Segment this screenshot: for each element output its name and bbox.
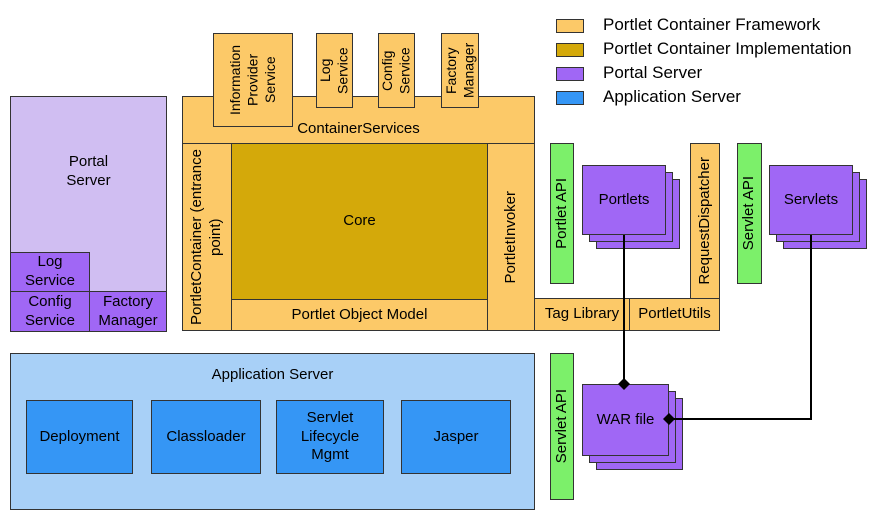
deployment: Deployment: [26, 400, 133, 474]
portlets-label: Portlets: [598, 190, 650, 208]
legend-swatch-portal: [556, 67, 584, 81]
portlet-invoker: PortletInvoker: [487, 143, 535, 331]
legend-label-implementation: Portlet Container Implementation: [603, 39, 852, 58]
legend-label-portal: Portal Server: [603, 63, 703, 82]
classloader: Classloader: [151, 400, 261, 474]
portal-factory-manager-label: Factory Manager: [98, 292, 158, 329]
config-service: Config Service: [378, 33, 415, 108]
legend-swatch-implementation: [556, 43, 584, 57]
tag-library-label: Tag Library: [544, 305, 620, 323]
servlet-lifecycle-label: Servlet Lifecycle Mgmt: [300, 408, 360, 464]
deployment-label: Deployment: [39, 427, 120, 445]
portlets: Portlets: [582, 165, 666, 235]
jasper: Jasper: [401, 400, 511, 474]
portlets-to-war-diamond: [618, 378, 630, 390]
portlet-utils-label: PortletUtils: [638, 305, 711, 323]
request-dispatcher: RequestDispatcher: [690, 143, 720, 299]
war-file-label: WAR file: [596, 410, 655, 428]
portlet-object-model-label: Portlet Object Model: [291, 305, 428, 323]
servlet-lifecycle-mgmt: Servlet Lifecycle Mgmt: [276, 400, 384, 474]
portlet-api: Portlet API: [550, 143, 574, 284]
classloader-label: Classloader: [166, 427, 246, 445]
portlet-object-model: Portlet Object Model: [231, 299, 488, 331]
servlet-api-bottom: Servlet API: [550, 353, 574, 500]
container-services-label: ContainerServices: [297, 120, 420, 138]
servlets-label: Servlets: [783, 190, 839, 208]
portal-factory-manager: Factory Manager: [89, 291, 167, 332]
legend-label-appserver: Application Server: [603, 87, 741, 106]
portal-log-service-label: Log Service: [24, 253, 76, 289]
servlet-api-top: Servlet API: [737, 143, 762, 284]
portal-config-service: Config Service: [10, 291, 90, 332]
application-server-title: Application Server: [211, 366, 334, 383]
information-provider-service: Information Provider Service: [213, 33, 293, 127]
legend-label-framework: Portlet Container Framework: [603, 15, 821, 34]
servlets-to-war-line: [669, 235, 812, 420]
core: Core: [231, 143, 488, 300]
servlets: Servlets: [769, 165, 853, 235]
core-label: Core: [343, 212, 376, 230]
legend-swatch-framework: [556, 19, 584, 33]
portlet-container: PortletContainer (entrance point): [182, 143, 232, 331]
log-service: Log Service: [316, 33, 353, 108]
factory-manager: Factory Manager: [441, 33, 479, 108]
tag-library: Tag Library: [534, 298, 630, 331]
legend-swatch-appserver: [556, 91, 584, 105]
portal-server-title: Portal Server: [66, 153, 111, 189]
portlet-utils: PortletUtils: [629, 298, 720, 331]
jasper-label: Jasper: [433, 427, 479, 445]
servlets-to-war-diamond: [663, 413, 675, 425]
portal-config-service-label: Config Service: [24, 292, 76, 329]
